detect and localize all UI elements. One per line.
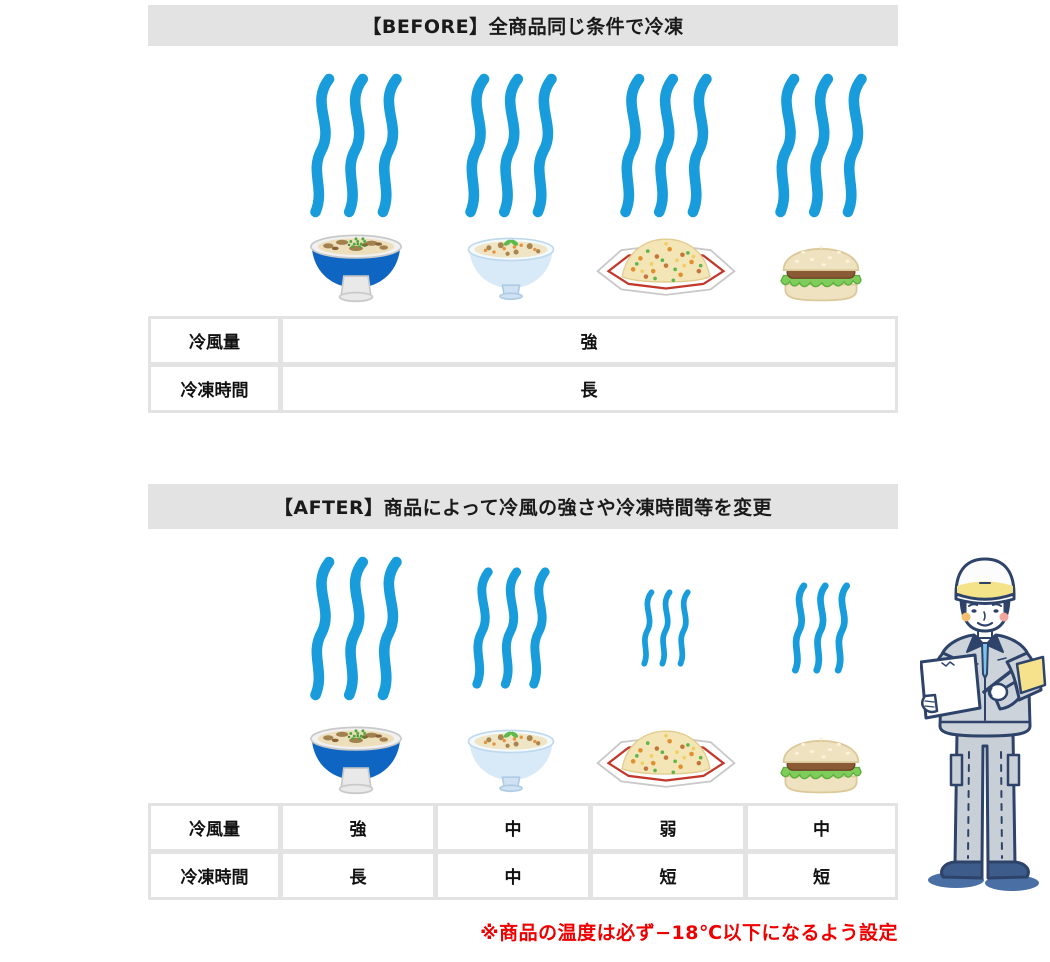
after-conditions-table: 冷風量 強 中 弱 中 冷凍時間 長 中 短 短 — [148, 803, 898, 900]
burger-icon — [772, 723, 870, 796]
table-cell: 強 — [283, 806, 433, 849]
after-section-header: 【AFTER】商品によって冷風の強さや冷凍時間等を変更 — [148, 484, 898, 529]
table-row-label: 冷風量 — [151, 319, 278, 362]
before-food-row — [148, 216, 898, 304]
table-cell: 長 — [283, 854, 433, 897]
table-cell: 中 — [438, 806, 588, 849]
cold-air-weak-icon — [638, 587, 694, 669]
fried-rice-plate-icon — [593, 231, 739, 304]
cold-air-strong-icon — [614, 73, 718, 218]
table-row-label: 冷風量 — [151, 806, 278, 849]
table-row-label: 冷凍時間 — [151, 367, 278, 410]
mixed-rice-bowl-icon — [460, 229, 562, 304]
cold-air-strong-icon — [769, 73, 873, 218]
table-cell: 短 — [593, 854, 743, 897]
table-cell: 中 — [748, 806, 895, 849]
before-section-header: 【BEFORE】全商品同じ条件で冷凍 — [148, 5, 898, 46]
fried-rice-plate-icon — [593, 723, 739, 796]
beef-udon-bowl-icon — [304, 716, 408, 796]
table-cell: 強 — [283, 319, 895, 362]
temperature-note: ※商品の温度は必ず−18℃以下になるよう設定 — [480, 922, 898, 944]
cold-air-strong-icon — [459, 73, 563, 218]
table-cell: 短 — [748, 854, 895, 897]
before-conditions-table: 冷風量 強 冷凍時間 長 — [148, 316, 898, 413]
mixed-rice-bowl-icon — [460, 721, 562, 796]
burger-icon — [772, 231, 870, 304]
cold-air-strong-icon — [304, 73, 408, 218]
table-cell: 中 — [438, 854, 588, 897]
table-cell: 長 — [283, 367, 895, 410]
before-steam-row — [148, 72, 898, 218]
table-cell: 弱 — [593, 806, 743, 849]
after-food-row — [148, 708, 898, 796]
factory-worker-with-clipboard-icon — [920, 557, 1047, 891]
beef-udon-bowl-icon — [304, 224, 408, 304]
cold-air-medium-small-icon — [788, 582, 854, 674]
cold-air-medium-icon — [467, 567, 555, 689]
table-row-label: 冷凍時間 — [151, 854, 278, 897]
cold-air-strong-icon — [304, 556, 408, 701]
after-steam-row — [148, 552, 898, 704]
